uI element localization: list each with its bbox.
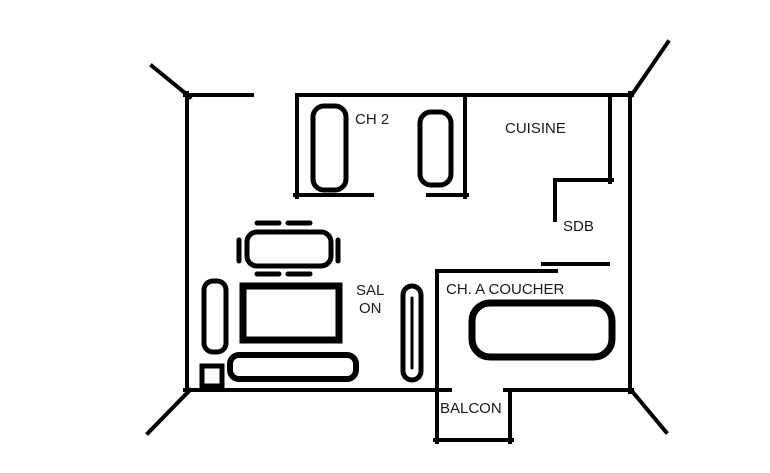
room-labels: CH 2 CUISINE SDB SAL ON CH. A COUCHER BA…	[355, 111, 594, 417]
side-table-icon	[199, 363, 225, 389]
walls	[145, 39, 671, 444]
armchair-icon	[201, 278, 229, 355]
double-bed-icon	[468, 299, 616, 361]
furniture	[199, 103, 616, 389]
living-room-label-line2: ON	[359, 300, 382, 317]
corner-line-top-left	[149, 63, 193, 100]
corner-line-bottom-right	[628, 387, 669, 435]
bed-icon	[310, 103, 349, 193]
dining-table-icon	[244, 229, 334, 269]
living-room-label-line1: SAL	[356, 282, 384, 299]
balcony-label: BALCON	[440, 400, 502, 417]
master-bedroom-label: CH. A COUCHER	[446, 281, 565, 298]
tv-cabinet-icon	[239, 282, 343, 344]
kitchen-label: CUISINE	[505, 120, 566, 137]
bathroom-label: SDB	[563, 218, 594, 235]
bedroom2-label: CH 2	[355, 111, 389, 128]
shelf-unit-icon	[400, 283, 424, 383]
corner-line-top-right	[628, 39, 671, 99]
corner-line-bottom-left	[145, 387, 193, 436]
sofa-icon	[227, 352, 359, 382]
bed-icon	[417, 109, 454, 188]
